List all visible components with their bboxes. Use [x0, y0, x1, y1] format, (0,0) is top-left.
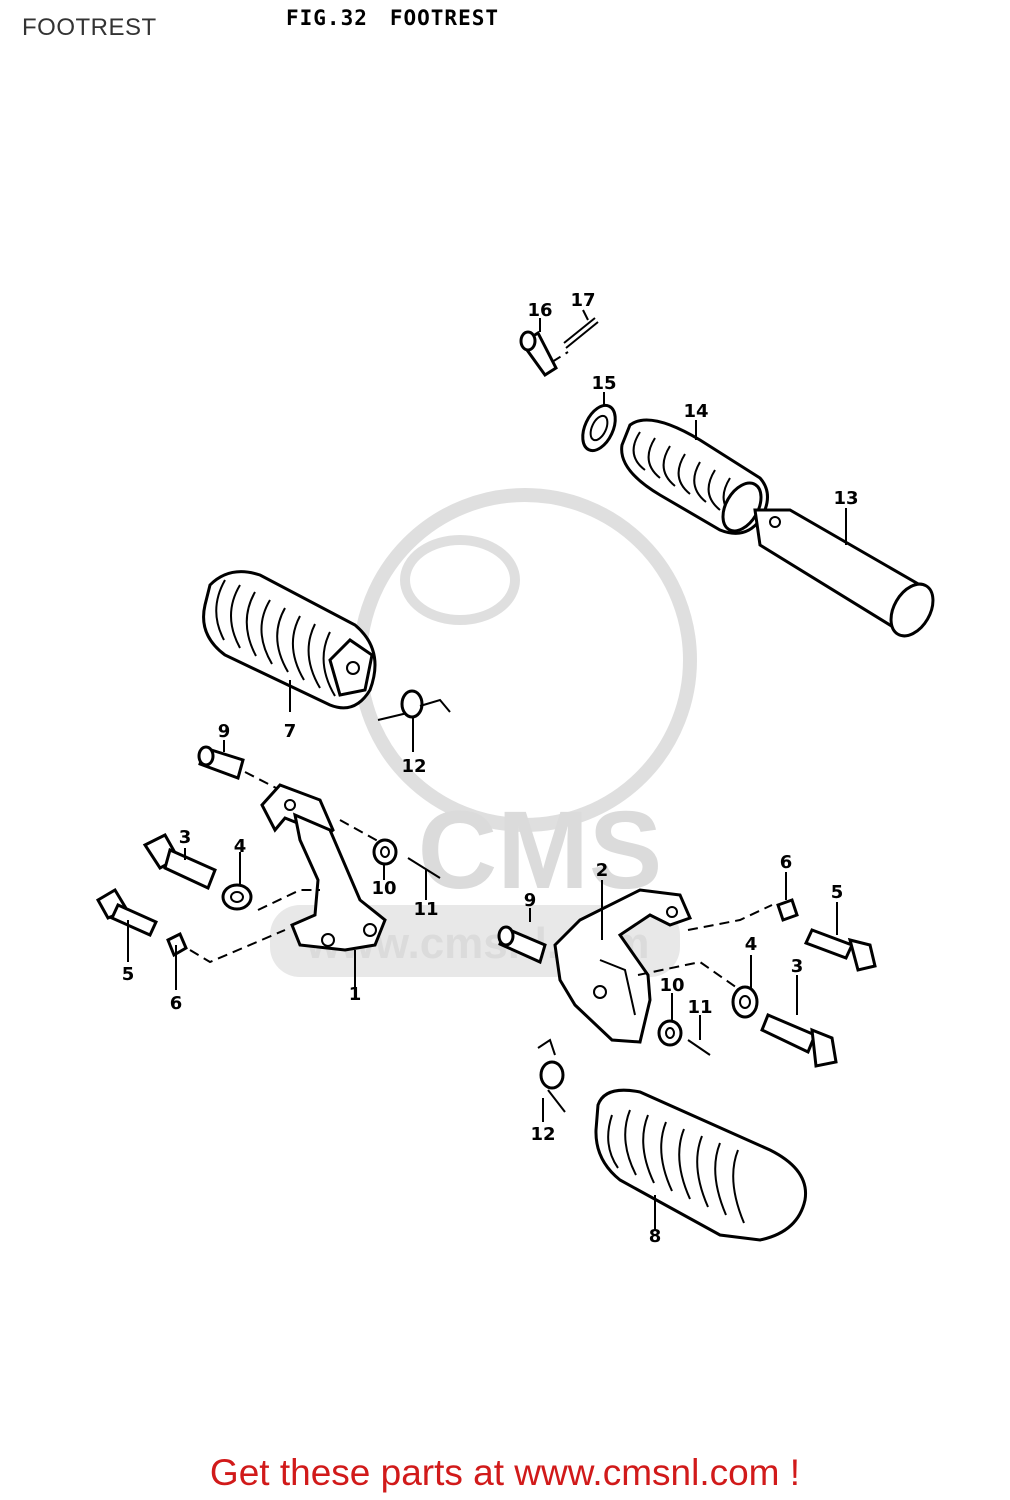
callout-15: 15 — [591, 373, 616, 394]
left-spring-pin — [407, 857, 441, 879]
rear-footrest-shaft — [753, 508, 935, 638]
left-pivot-pin — [197, 745, 245, 780]
callout-2: 2 — [596, 860, 609, 881]
left-spacer-washer — [372, 838, 398, 866]
callout-17: 17 — [570, 290, 595, 311]
left-footrest-rubber — [202, 570, 377, 710]
callout-8: 8 — [649, 1226, 662, 1247]
callout-5: 5 — [831, 882, 844, 903]
right-pivot-pin — [497, 925, 547, 965]
callout-4: 4 — [745, 934, 758, 955]
callout-12: 12 — [401, 756, 426, 777]
right-nut — [776, 898, 799, 922]
exploded-parts-diagram: CMS www.cmsnl.com — [95, 290, 935, 1247]
washer — [581, 403, 617, 453]
footer-parts-link[interactable]: Get these parts at www.cmsnl.com ! — [209, 1452, 801, 1493]
callout-5: 5 — [122, 964, 135, 985]
cotter-pin — [563, 317, 599, 349]
rear-footrest-rubber — [620, 418, 769, 535]
leader-dash — [687, 904, 773, 931]
right-footrest-bolt — [760, 1013, 838, 1068]
callout-11: 11 — [413, 899, 438, 920]
right-footrest-bracket — [553, 888, 693, 1044]
left-nut — [166, 931, 188, 958]
right-footrest-rubber — [594, 1088, 808, 1242]
callout-13: 13 — [833, 488, 858, 509]
callout-12: 12 — [530, 1124, 555, 1145]
leader-dash — [637, 960, 741, 991]
left-footrest-bolt — [142, 833, 217, 891]
watermark-logo-text: CMS — [418, 789, 662, 912]
callout-10: 10 — [371, 878, 396, 899]
clevis-pin — [519, 330, 558, 378]
right-washer — [731, 985, 759, 1019]
left-washer — [221, 883, 253, 911]
callout-11: 11 — [687, 997, 712, 1018]
callout-6: 6 — [170, 993, 183, 1014]
figure-name: FOOTREST — [389, 6, 500, 30]
right-return-spring — [537, 1038, 566, 1113]
figure-title: FIG.32 FOOTREST — [286, 6, 521, 30]
callout-10: 10 — [659, 975, 684, 996]
page-label: FOOTREST — [22, 14, 157, 41]
watermark-mascot-goggles — [400, 535, 520, 625]
callout-4: 4 — [234, 836, 247, 857]
callout-16: 16 — [527, 300, 552, 321]
left-footrest-bracket — [260, 783, 387, 952]
callout-14: 14 — [683, 401, 708, 422]
callout-1: 1 — [349, 984, 362, 1005]
leader-dash — [551, 351, 569, 363]
leader-dash — [339, 819, 386, 846]
right-spring-pin — [687, 1039, 711, 1056]
callout-6: 6 — [780, 852, 793, 873]
leader-dash — [244, 771, 281, 791]
callout-leaders — [127, 309, 847, 1230]
leader-dash — [189, 929, 286, 964]
callout-7: 7 — [284, 721, 297, 742]
callout-9: 9 — [524, 890, 537, 911]
callout-3: 3 — [791, 956, 804, 977]
callout-numbers: 1 2 3 3 4 4 5 5 6 6 7 8 9 9 10 10 11 11 … — [122, 290, 859, 1247]
left-mounting-bolt — [95, 887, 158, 937]
figure-number: FIG.32 — [286, 6, 368, 30]
callout-3: 3 — [179, 827, 192, 848]
right-mounting-bolt — [803, 928, 877, 972]
left-return-spring — [377, 689, 451, 721]
callout-9: 9 — [218, 721, 231, 742]
right-spacer-washer — [657, 1019, 683, 1047]
